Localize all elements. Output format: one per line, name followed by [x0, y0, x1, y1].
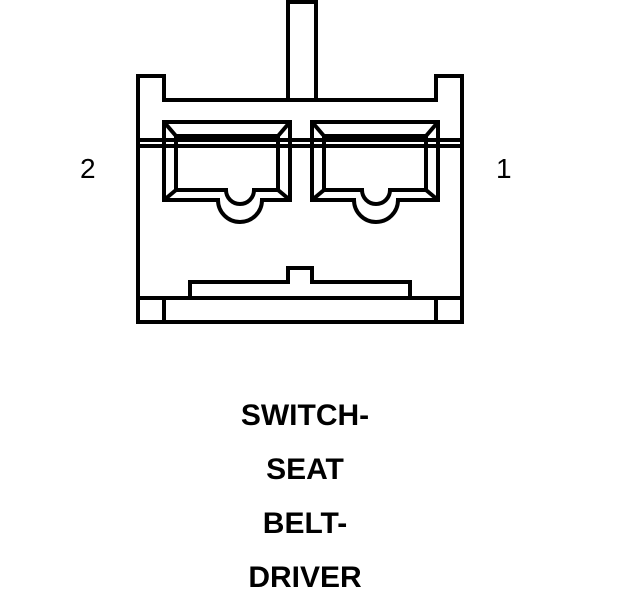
- caption-line-3: BELT-: [262, 507, 348, 540]
- connector-lead: [286, 0, 318, 102]
- caption-line-4: DRIVER: [248, 561, 362, 594]
- connector-housing-outer: [136, 74, 464, 324]
- pin-cavity-1: [310, 120, 440, 224]
- connector-latch: [188, 266, 412, 298]
- caption-line-2: SEAT: [266, 453, 344, 486]
- pin-label-2: 2: [80, 153, 96, 184]
- caption-line-1: SWITCH-: [240, 399, 370, 432]
- pin-label-1: 1: [496, 153, 512, 184]
- pin-cavity-2: [162, 120, 292, 224]
